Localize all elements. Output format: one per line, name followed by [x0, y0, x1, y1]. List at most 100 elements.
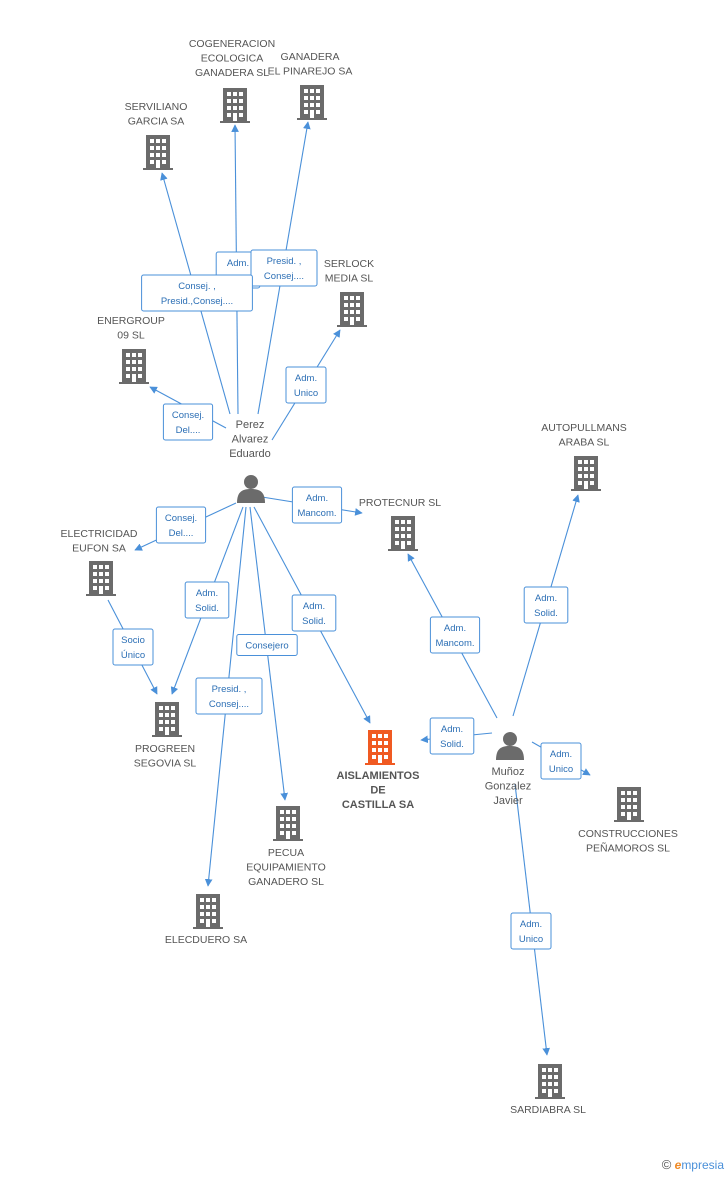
relation-perez-aislamientos[interactable]: Adm.Solid.	[291, 594, 337, 632]
relation-label: Consej.	[165, 513, 197, 524]
building-icon	[220, 88, 250, 123]
relation-box	[291, 486, 343, 524]
relation-perez-electricidad[interactable]: Consej. Del....	[155, 506, 207, 544]
building-icon	[119, 349, 149, 384]
company-pecua[interactable]: PECUA EQUIPAMIENTO GANADERO SL	[246, 806, 326, 888]
relation-label: Único	[121, 650, 145, 661]
person-icon	[237, 475, 265, 503]
building-icon	[337, 292, 367, 327]
company-label-line: PROGREEN	[135, 743, 195, 755]
relation-box	[195, 677, 263, 715]
relation-label: Presid. ,	[267, 256, 302, 267]
relation-perez-elecduero[interactable]: Presid. ,Consej....	[195, 677, 263, 715]
building-icon	[297, 85, 327, 120]
relation-label: Adm.	[444, 623, 466, 634]
company-label-line: SERLOCK	[324, 258, 374, 270]
company-label-line: SERVILIANO	[125, 101, 188, 113]
relation-box	[184, 581, 230, 619]
relation-box	[141, 274, 253, 312]
relation-perez-pecua[interactable]: Consejero	[236, 634, 298, 656]
company-progreen[interactable]: PROGREEN SEGOVIA SL	[134, 702, 197, 770]
brand-footer: © empresia	[662, 1157, 724, 1172]
relation-perez-ganadera[interactable]: Presid. ,Consej....	[250, 249, 318, 287]
relation-label: Consej.	[172, 410, 204, 421]
relation-perez-progreen[interactable]: Adm.Solid.	[184, 581, 230, 619]
relation-perez-serlock[interactable]: Adm.Unico	[285, 366, 327, 404]
building-icon	[614, 787, 644, 822]
company-elecduero[interactable]: ELECDUERO SA	[165, 894, 247, 946]
person-label-line: Muñoz	[491, 766, 524, 778]
company-label-line: SEGOVIA SL	[134, 758, 197, 770]
relation-box	[250, 249, 318, 287]
building-icon	[86, 561, 116, 596]
company-label-line: GARCIA SA	[128, 116, 185, 128]
person-label-line: Alvarez	[232, 434, 269, 446]
company-label-line: EL PINAREJO SA	[268, 66, 353, 78]
relation-label: Mancom.	[435, 638, 474, 649]
building-icon	[571, 456, 601, 491]
relation-perez-protecnur[interactable]: Adm. Mancom.	[291, 486, 343, 524]
relation-label: Adm.	[303, 601, 325, 612]
relation-munoz-autopullmans[interactable]: Adm.Solid.	[523, 586, 569, 624]
company-ganadera[interactable]: GANADERA EL PINAREJO SA	[268, 51, 353, 120]
relation-label: Del....	[169, 528, 194, 539]
company-label-line: EUFON SA	[72, 543, 126, 555]
relation-box	[429, 717, 475, 755]
relation-munoz-sardiabra[interactable]: Adm. Unico	[510, 912, 552, 950]
relation-perez-energroup[interactable]: Consej. Del....	[162, 403, 214, 441]
relation-label: Solid.	[440, 739, 464, 750]
company-label-line: ELECTRICIDAD	[60, 528, 137, 540]
building-icon	[273, 806, 303, 841]
building-icon	[193, 894, 223, 929]
company-serviliano[interactable]: SERVILIANO GARCIA SA	[125, 101, 188, 170]
company-label-line: GANADERA	[281, 51, 340, 63]
company-label-line: PEÑAMOROS SL	[586, 842, 670, 855]
relation-munoz-protecnur[interactable]: Adm. Mancom.	[429, 616, 481, 654]
relation-label: Adm.	[520, 919, 542, 930]
relation-label: Presid.,Consej....	[161, 296, 233, 307]
relation-label: Unico	[294, 388, 318, 399]
relation-label: Adm.	[306, 493, 328, 504]
company-label-line: GANADERA SL	[195, 67, 269, 79]
relation-munoz-aislamientos[interactable]: Adm. Solid.	[429, 717, 475, 755]
company-label-line: PROTECNUR SL	[359, 497, 441, 509]
person-label-line: Perez	[236, 419, 265, 431]
relation-box	[285, 366, 327, 404]
building-icon	[365, 730, 395, 765]
brand-logo-text: mpresia	[681, 1158, 724, 1172]
relation-label: Presid. ,	[212, 684, 247, 695]
relation-perez-serviliano[interactable]: Consej. , Presid.,Consej....	[141, 274, 253, 312]
relation-label: Consej. ,	[178, 281, 216, 292]
relation-box	[291, 594, 337, 632]
company-label-line: CASTILLA SA	[342, 799, 414, 811]
company-label-line: 09 SL	[117, 330, 145, 342]
relation-label: Unico	[519, 934, 543, 945]
building-icon	[388, 516, 418, 551]
company-label-line: ARABA SL	[559, 437, 610, 449]
company-label-line: PECUA	[268, 847, 304, 859]
relation-box	[510, 912, 552, 950]
company-label-line: EQUIPAMIENTO	[246, 862, 326, 874]
company-electricidad[interactable]: ELECTRICIDAD EUFON SA	[60, 528, 138, 596]
company-label-line: GANADERO SL	[248, 876, 324, 888]
relation-munoz-construcciones[interactable]: Adm.Unico	[540, 742, 582, 780]
company-label-line: COGENERACION	[189, 38, 275, 50]
relation-label: Mancom.	[297, 508, 336, 519]
person-label-line: Gonzalez	[485, 781, 531, 793]
relation-label: Adm.	[550, 749, 572, 760]
relation-label: Del....	[176, 425, 201, 436]
relation-label: Adm.	[441, 724, 463, 735]
company-protecnur[interactable]: PROTECNUR SL	[359, 497, 441, 551]
company-sardiabra[interactable]: SARDIABRA SL	[510, 1064, 586, 1116]
relation-box	[236, 634, 298, 656]
